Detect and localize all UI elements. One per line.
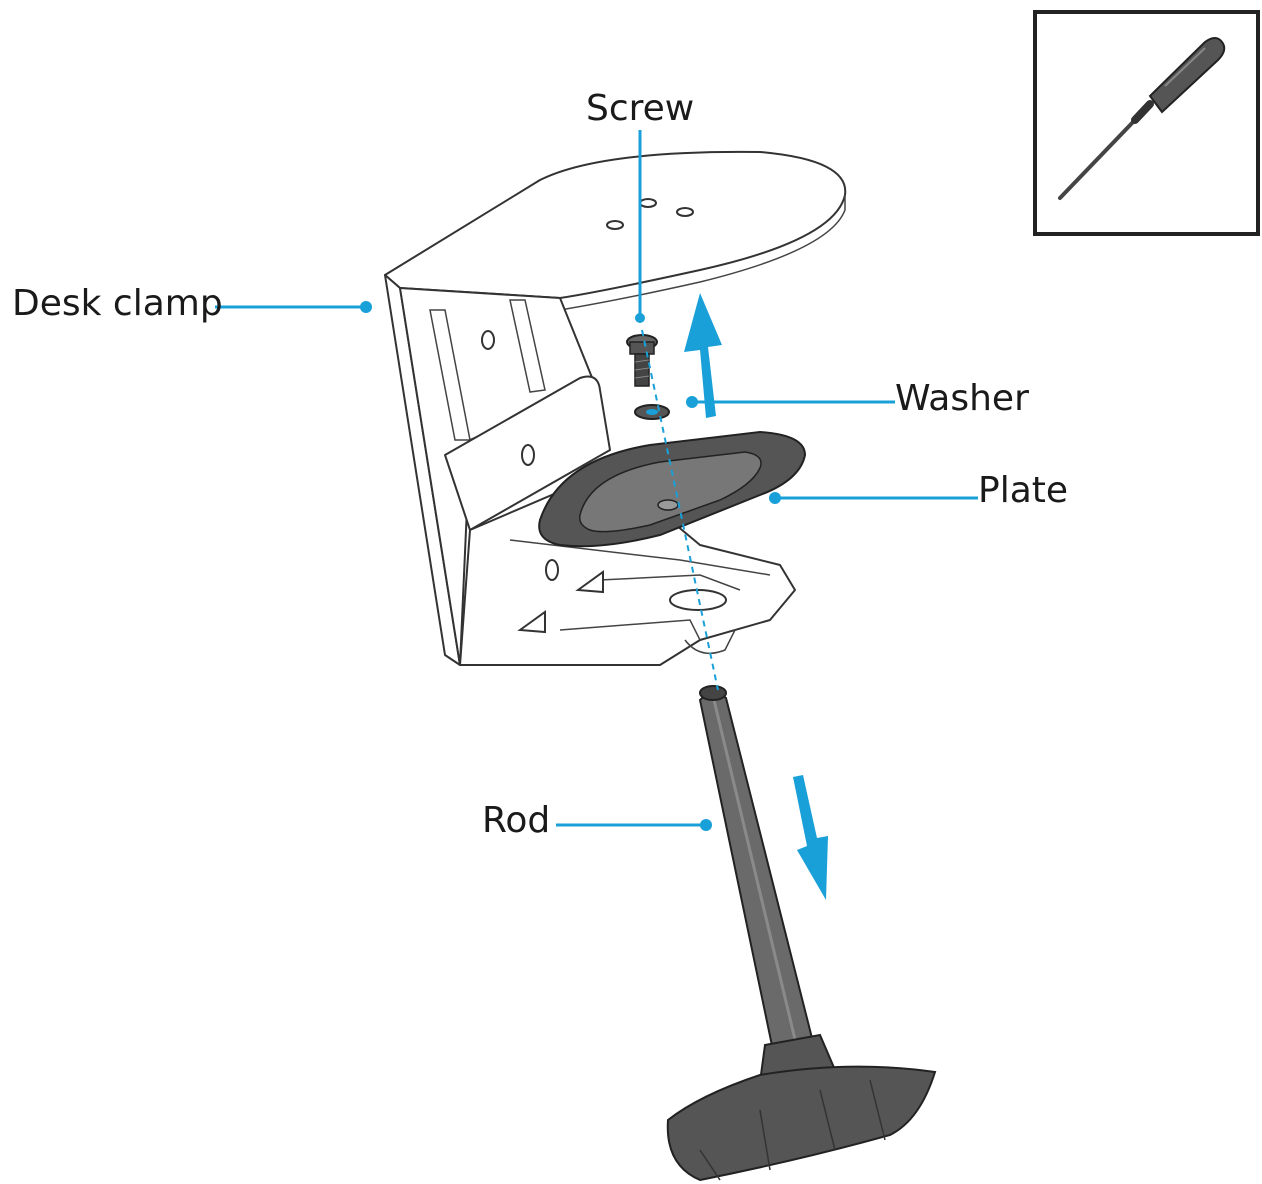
plate-leader [769,492,978,504]
screwdriver-icon [1058,37,1226,200]
plate-label: Plate [978,470,1068,511]
desk-clamp-leader [215,301,372,313]
screw-label: Screw [586,88,694,129]
down-arrow [793,775,828,900]
screw-leader [635,130,645,323]
up-arrow [684,293,722,418]
rod-part [666,685,937,1182]
tool-inset [1033,10,1260,236]
washer-leader [686,396,895,408]
rod-label: Rod [482,800,550,841]
washer-part [634,404,670,420]
plate-part [538,430,807,548]
screw-part [626,334,658,387]
washer-label: Washer [895,378,1029,419]
desk-clamp-label: Desk clamp [12,283,223,324]
desk-clamp-part [384,150,847,666]
rod-leader [556,819,712,831]
